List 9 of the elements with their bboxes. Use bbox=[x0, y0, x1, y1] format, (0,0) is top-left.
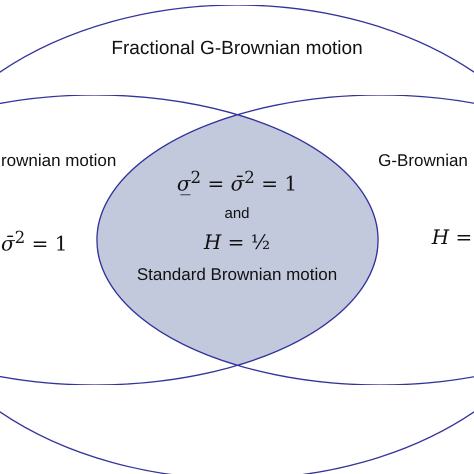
formula: σ̄$^{2}$ = 1 bbox=[1, 228, 68, 256]
conjunction-text: and bbox=[224, 205, 250, 222]
set-label: Standard Brownian motion bbox=[136, 265, 338, 285]
formula: H = ½ bbox=[204, 230, 270, 254]
set-label: rownian motion bbox=[1, 151, 116, 171]
set-label: G-Brownian bbox=[378, 151, 468, 171]
formula: H = bbox=[432, 225, 472, 249]
set-label: Fractional G-Brownian motion bbox=[111, 38, 363, 60]
formula: σ̲$^{2}$ = σ̄$^{2}$ = 1 bbox=[176, 168, 298, 196]
